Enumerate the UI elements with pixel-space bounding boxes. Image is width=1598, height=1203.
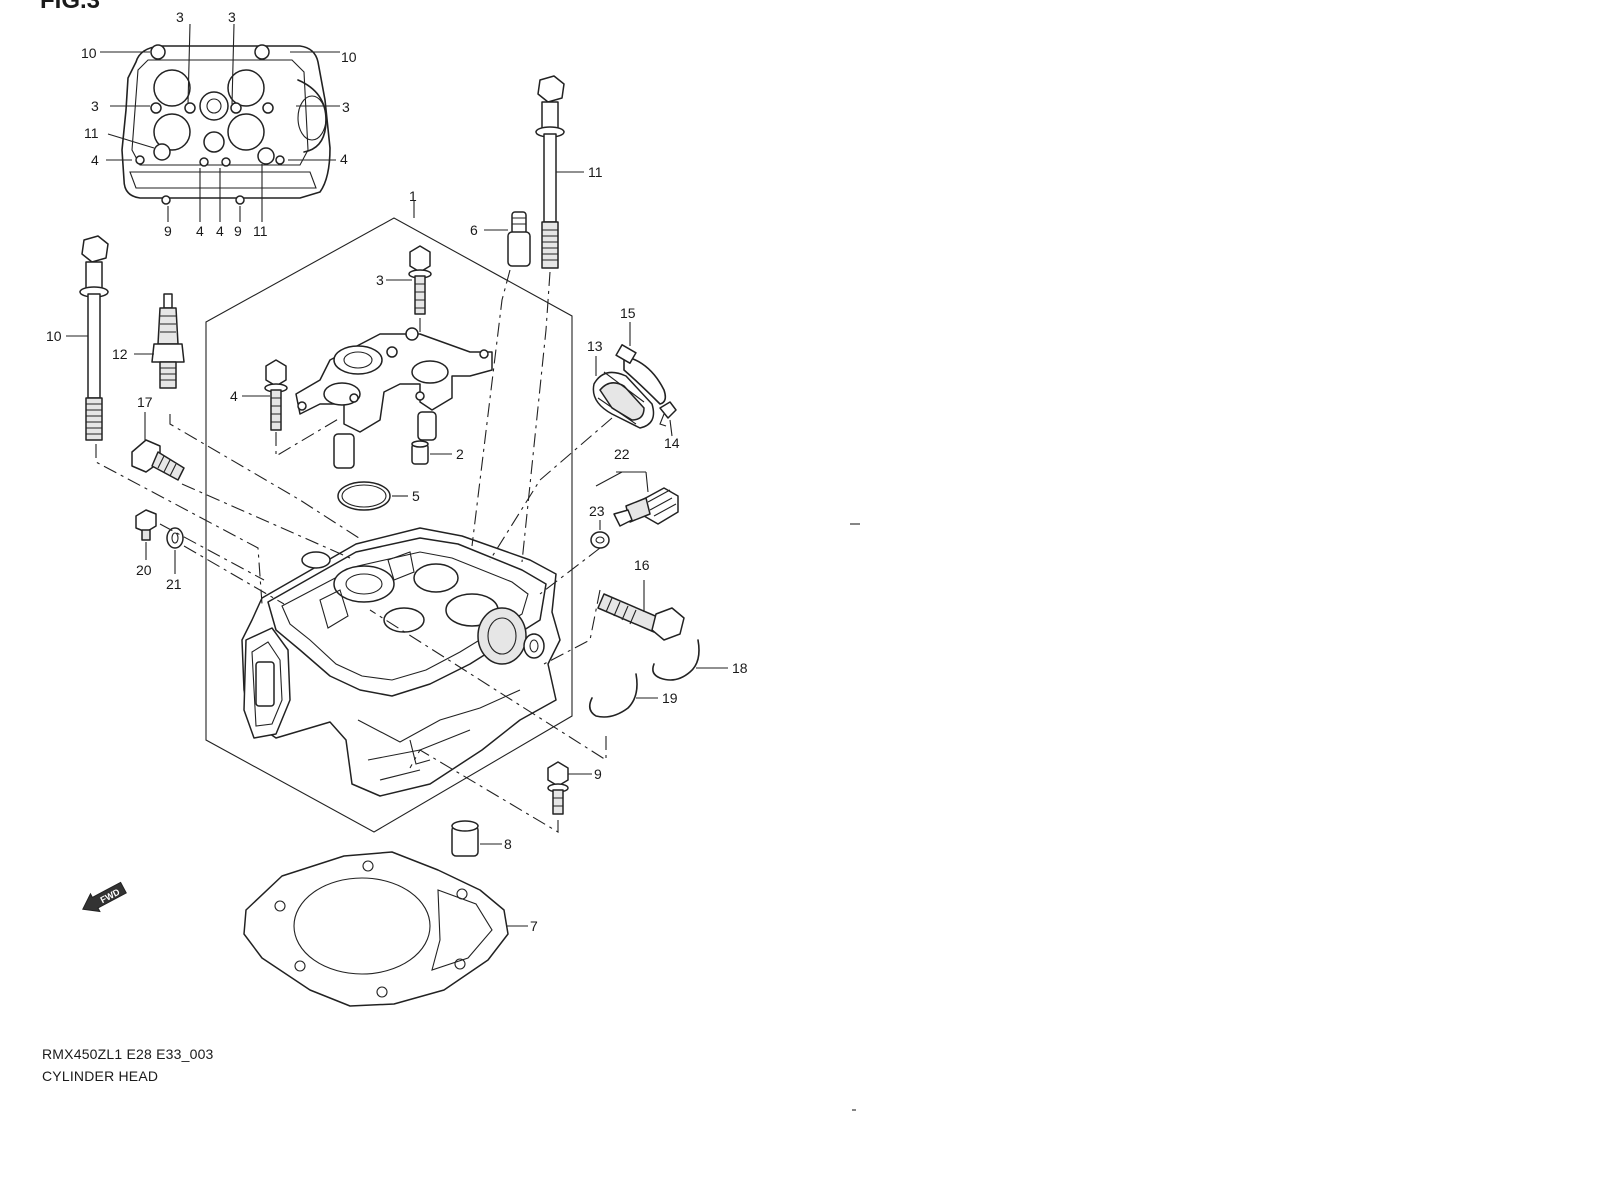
- callout-4: 4: [340, 151, 348, 167]
- stud-bolt-10: 10: [46, 235, 109, 441]
- bolt-9: 9: [547, 761, 602, 815]
- callout-10: 10: [81, 45, 97, 61]
- washer-21: 21: [166, 527, 184, 592]
- dowel-8: 8: [451, 820, 512, 857]
- spark-plug-12: 12: [112, 293, 185, 389]
- callout-10: 10: [46, 328, 62, 344]
- inset-top-view: 3 3 10 10 3 3 11 4 4 9 4 4 9 11: [81, 9, 357, 239]
- callout-4: 4: [230, 388, 238, 404]
- callout-2: 2: [456, 446, 464, 462]
- callout-22: 22: [614, 446, 630, 462]
- camshaft-holder: [295, 327, 493, 469]
- intake-pipe-13: 13: [587, 338, 655, 429]
- clip-18: 18: [652, 639, 748, 681]
- callout-19: 19: [662, 690, 678, 706]
- callout-9: 9: [594, 766, 602, 782]
- callout-9: 9: [164, 223, 172, 239]
- dowel-pin-2: 2: [411, 440, 464, 465]
- figure-heading-label: FIG.3: [40, 0, 100, 14]
- callout-3: 3: [342, 99, 350, 115]
- callout-23: 23: [589, 503, 605, 519]
- callout-3: 3: [228, 9, 236, 25]
- diagram-model-code: RMX450ZL1 E28 E33_003: [42, 1046, 214, 1062]
- fwd-arrow-badge: FWD: [82, 881, 127, 913]
- callout-11: 11: [588, 164, 603, 180]
- callout-6: 6: [470, 222, 478, 238]
- callout-13: 13: [587, 338, 603, 354]
- callout-21: 21: [166, 576, 182, 592]
- screw-14: 14: [659, 401, 680, 451]
- callout-3: 3: [176, 9, 184, 25]
- callout-4: 4: [91, 152, 99, 168]
- valve-guide-6: 6: [470, 211, 531, 267]
- callout-3: 3: [376, 272, 384, 288]
- callout-7: 7: [530, 918, 538, 934]
- bolt-16: 16: [597, 557, 685, 641]
- part-1-enclosure: [205, 217, 573, 833]
- callout-9: 9: [234, 223, 242, 239]
- clamp-15: 15: [615, 305, 667, 405]
- callout-1: 1: [409, 188, 417, 204]
- callout-5: 5: [412, 488, 420, 504]
- figure-heading: FIG.3: [40, 0, 100, 14]
- callout-12: 12: [112, 346, 128, 362]
- bolt-4: 4: [230, 359, 288, 431]
- head-gasket-7: 7: [243, 851, 538, 1007]
- diagram-title: CYLINDER HEAD: [42, 1068, 159, 1084]
- callout-17: 17: [137, 394, 153, 410]
- callout-20: 20: [136, 562, 152, 578]
- callout-8: 8: [504, 836, 512, 852]
- callout-11: 11: [253, 223, 268, 239]
- callout-4: 4: [216, 223, 224, 239]
- stud-bolt-11: 11: [535, 75, 603, 269]
- callout-10: 10: [341, 49, 357, 65]
- temperature-sensor-22: 22: [595, 446, 679, 527]
- sensor-20: 20: [135, 509, 157, 578]
- callout-18: 18: [732, 660, 748, 676]
- clip-19: 19: [588, 673, 678, 718]
- callout-16: 16: [634, 557, 650, 573]
- callout-4: 4: [196, 223, 204, 239]
- callout-3: 3: [91, 98, 99, 114]
- bolt-17: 17: [131, 394, 185, 481]
- assembly-guide-lines: [95, 269, 613, 833]
- bolt-3: 3: [376, 245, 432, 315]
- o-ring-5: 5: [337, 481, 420, 511]
- callout-14: 14: [664, 435, 680, 451]
- washer-23: 23: [589, 503, 610, 549]
- callout-11: 11: [84, 125, 99, 141]
- callout-15: 15: [620, 305, 636, 321]
- cylinder-head-body: [241, 527, 561, 797]
